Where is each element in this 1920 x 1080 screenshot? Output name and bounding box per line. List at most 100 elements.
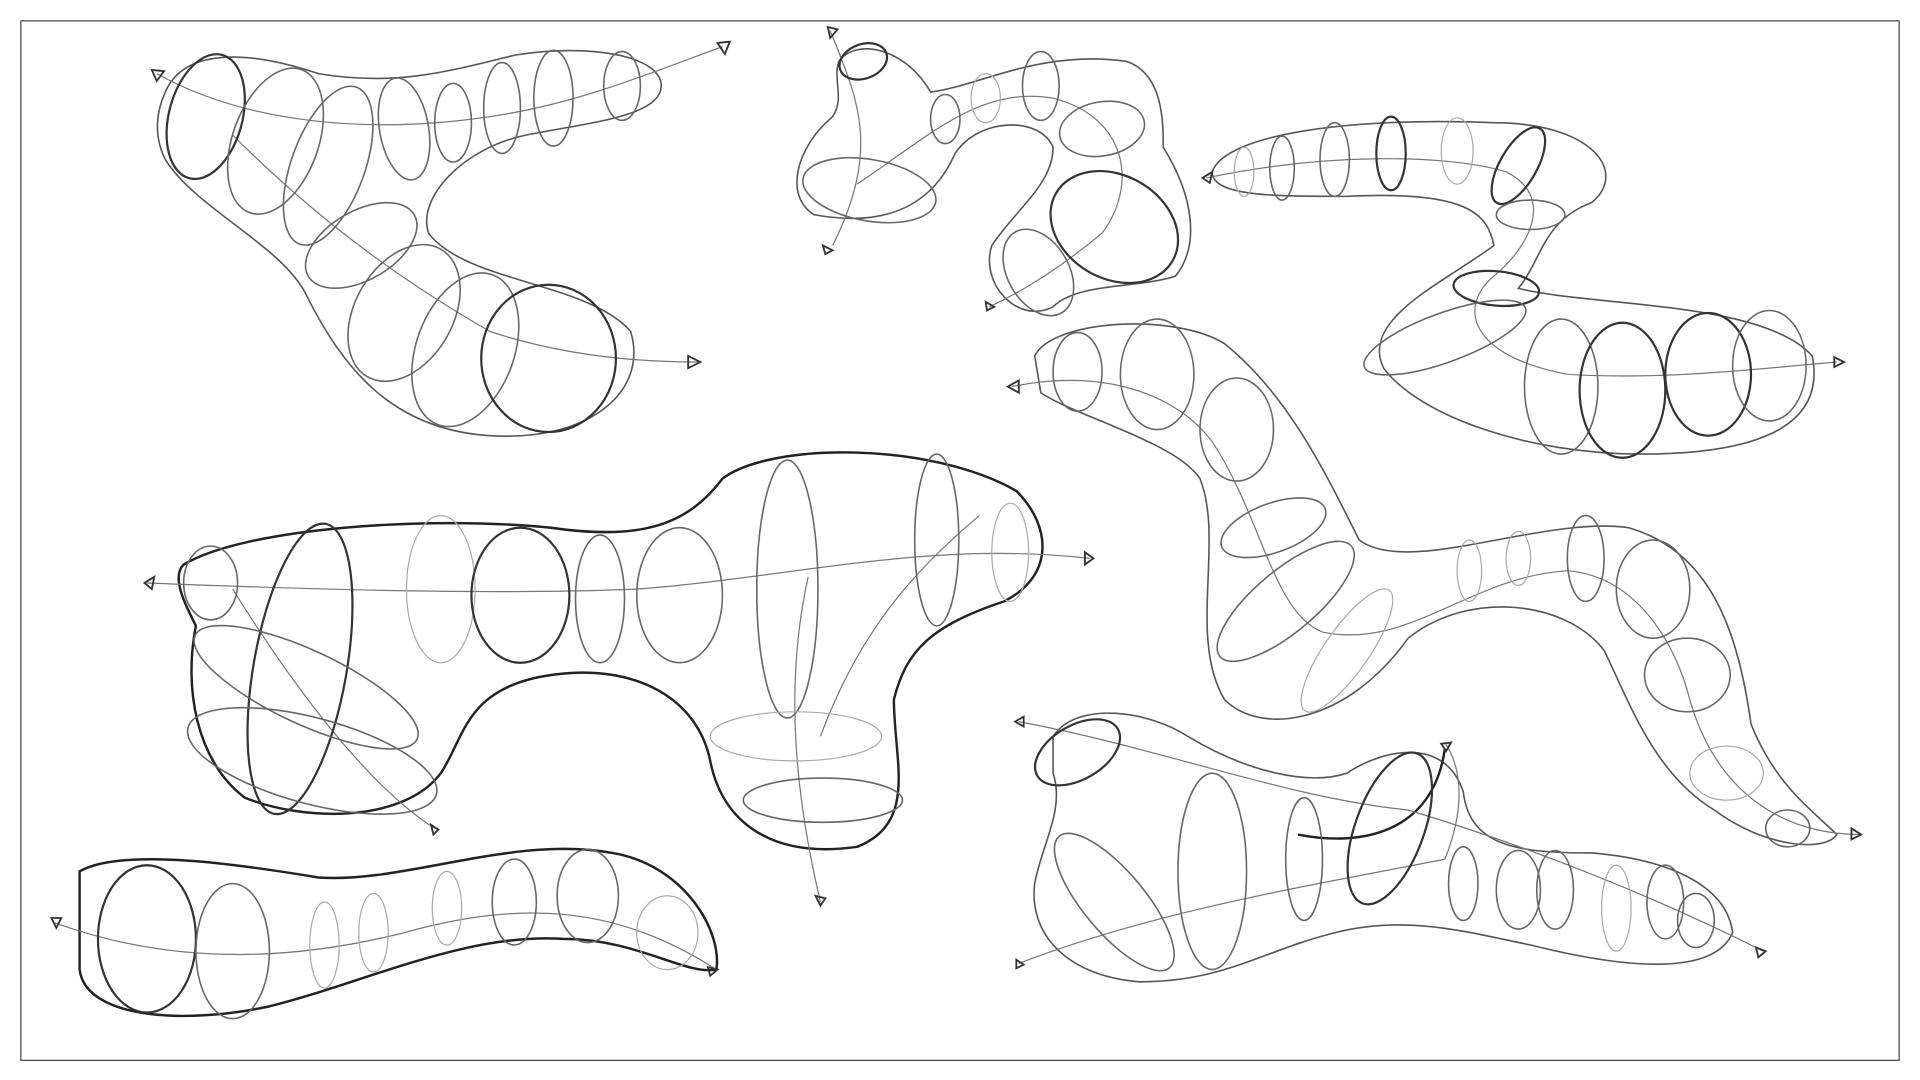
- cross-section-ellipse: [246, 522, 354, 816]
- cross-section-ellipse: [282, 85, 374, 246]
- canvas-border: [20, 20, 1900, 1061]
- cross-section-ellipse: [1052, 331, 1103, 412]
- cross-section-ellipse: [304, 201, 418, 289]
- cross-section-ellipse: [1233, 146, 1255, 197]
- cross-section-ellipse: [1058, 100, 1146, 158]
- cross-section-ellipse: [1456, 539, 1483, 602]
- cross-section-ellipse: [1346, 751, 1434, 906]
- cross-section-ellipse: [482, 61, 522, 155]
- arrow-head-icon: [1005, 378, 1020, 395]
- arrow-head-icon: [1200, 169, 1214, 185]
- cross-section-ellipse: [1375, 115, 1407, 192]
- cross-section-ellipse: [1319, 121, 1351, 198]
- arrow-head-icon: [984, 300, 997, 312]
- cross-section-ellipse: [1495, 199, 1566, 231]
- cross-section-ellipse: [347, 243, 461, 383]
- cross-section-ellipse: [970, 73, 1002, 124]
- cross-section-ellipse: [802, 157, 937, 224]
- cross-section-ellipse: [377, 77, 431, 181]
- cross-section-ellipse: [1119, 318, 1195, 431]
- cross-section-ellipse: [480, 283, 618, 434]
- cross-section-ellipse: [1495, 849, 1542, 930]
- cross-section-ellipse: [533, 49, 574, 147]
- cross-section-ellipse: [1535, 849, 1575, 930]
- tube-axis: [1011, 379, 1862, 836]
- cross-section-ellipse: [226, 67, 325, 215]
- arrow-head-icon: [687, 354, 703, 370]
- tube-axis: [829, 30, 1123, 308]
- cross-section-ellipse: [755, 459, 819, 719]
- arrow-head-icon: [142, 574, 156, 591]
- cross-section-ellipse: [991, 502, 1030, 602]
- cross-section-ellipse: [709, 711, 883, 762]
- cross-section-ellipse: [1578, 321, 1667, 459]
- cross-section-ellipse: [195, 882, 271, 1020]
- arrow-head-icon: [821, 243, 835, 256]
- arrow-head-icon: [1013, 715, 1025, 729]
- cross-section-ellipse: [1566, 514, 1605, 603]
- tube-form-5: [142, 451, 1096, 908]
- cross-section-ellipse: [635, 526, 724, 664]
- tube-form-4: [1005, 318, 1864, 848]
- cross-section-ellipse: [556, 848, 620, 944]
- cross-section-ellipse: [1216, 540, 1356, 663]
- cross-section-ellipse: [165, 53, 246, 181]
- cross-section-ellipse: [1505, 530, 1532, 587]
- cross-section-ellipse: [1731, 309, 1807, 422]
- cross-section-ellipse: [470, 526, 571, 664]
- tube-outline: [78, 847, 719, 1018]
- cross-section-ellipse: [1676, 892, 1716, 949]
- tube-outline: [1033, 712, 1734, 983]
- arrow-head-icon: [715, 40, 732, 56]
- tube-outline: [156, 49, 663, 437]
- cross-section-ellipse: [1523, 318, 1599, 455]
- cross-section-ellipse: [929, 93, 961, 145]
- cross-section-ellipse: [1199, 377, 1275, 482]
- cross-section-ellipse: [411, 272, 520, 428]
- cross-section-ellipse: [1363, 299, 1527, 376]
- cross-section-ellipse: [358, 892, 389, 973]
- cross-section-ellipse: [1664, 311, 1753, 437]
- arrow-head-icon: [49, 917, 63, 930]
- tube-axis: [1205, 158, 1837, 377]
- cross-section-ellipse: [838, 42, 889, 81]
- cross-section-ellipse: [193, 624, 419, 750]
- cross-section-ellipse: [186, 706, 438, 815]
- tube-outline: [1211, 120, 1815, 455]
- cross-section-ellipse: [1021, 50, 1060, 122]
- arrow-head-icon: [1015, 958, 1026, 970]
- cross-section-ellipse: [1490, 126, 1547, 206]
- arrow-head-icon: [826, 25, 840, 41]
- cross-section-ellipse: [913, 453, 960, 627]
- arrow-head-icon: [429, 822, 440, 837]
- arrow-head-icon: [706, 965, 720, 978]
- tube-axis: [156, 46, 723, 363]
- cross-section-ellipse: [1452, 269, 1541, 308]
- cross-section-ellipse: [96, 864, 198, 1014]
- cross-section-ellipse: [1447, 846, 1479, 922]
- cross-section-ellipse: [742, 777, 904, 824]
- cross-section-ellipse: [1269, 135, 1296, 201]
- cross-section-ellipse: [309, 901, 340, 989]
- tube-form-1: [150, 40, 732, 437]
- arrow-head-icon: [1439, 741, 1453, 753]
- cross-section-ellipse: [1440, 117, 1474, 185]
- tube-axis: [1018, 721, 1764, 964]
- arrow-head-icon: [1833, 355, 1847, 369]
- cross-section-ellipse: [1177, 772, 1248, 971]
- arrow-head-icon: [1754, 945, 1768, 959]
- tube-axis: [54, 912, 717, 971]
- cross-section-ellipse: [1615, 539, 1691, 639]
- cross-section-ellipse: [433, 82, 473, 163]
- arrow-head-icon: [1083, 550, 1096, 567]
- cross-section-ellipse: [1689, 745, 1764, 801]
- cross-section-ellipse: [405, 514, 476, 664]
- cross-section-ellipse: [1643, 637, 1732, 713]
- cross-section-ellipse: [1220, 497, 1327, 559]
- cross-section-ellipse: [1033, 718, 1122, 787]
- arrow-head-icon: [813, 894, 827, 908]
- cross-section-ellipse: [431, 870, 463, 946]
- cross-section-ellipse: [1284, 796, 1324, 922]
- cross-section-ellipse: [182, 545, 239, 621]
